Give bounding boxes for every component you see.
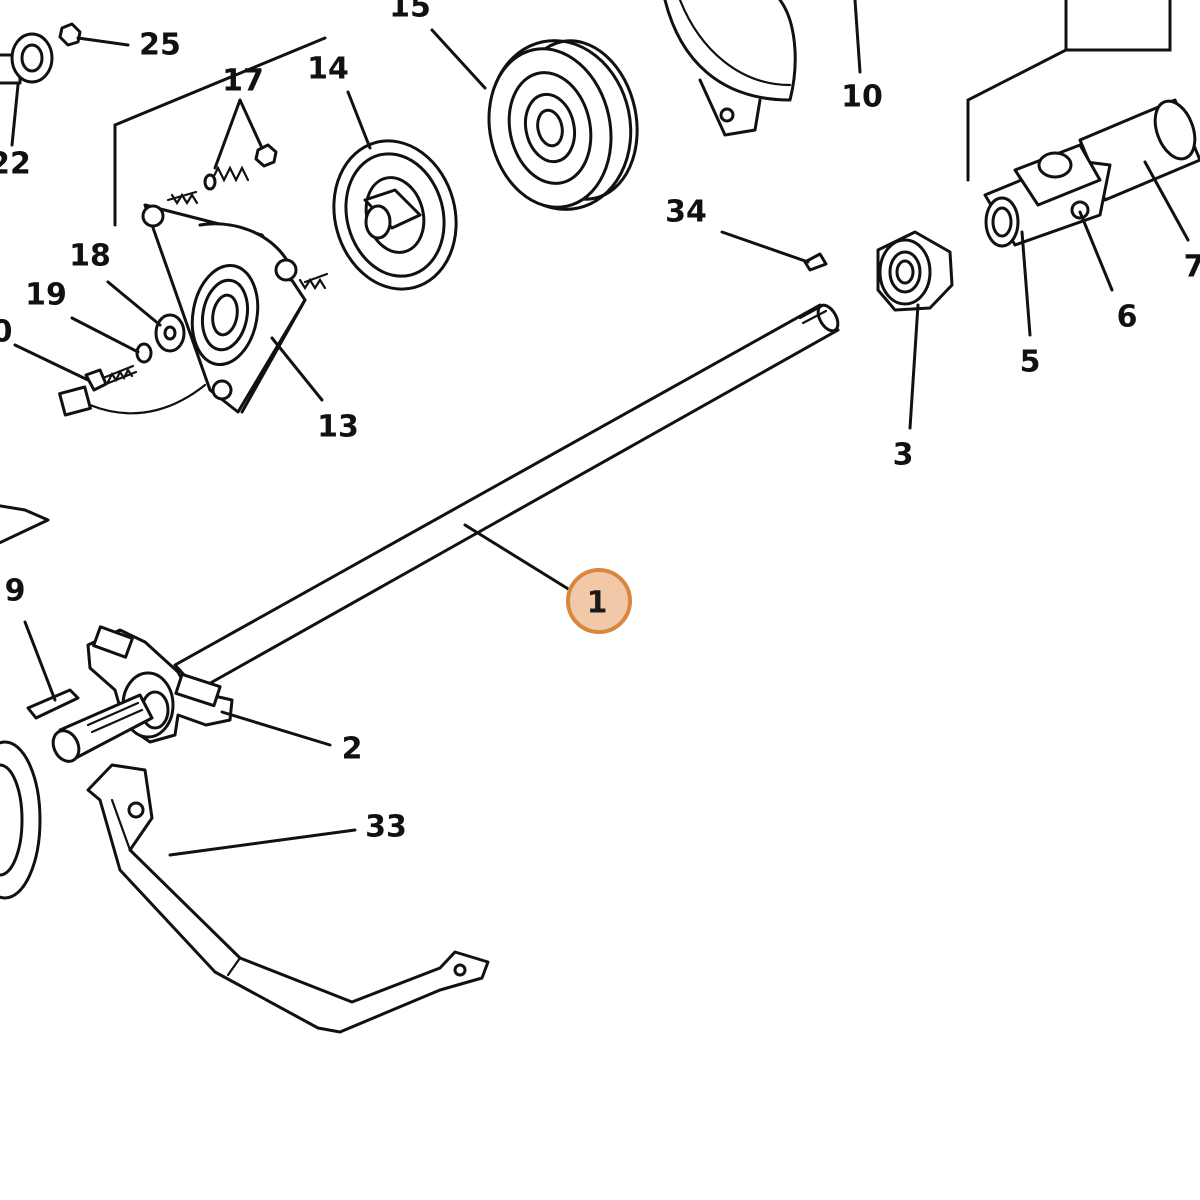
- callout-18: 18: [69, 239, 111, 274]
- callout-2: 2: [342, 732, 363, 767]
- leader-1: [463, 523, 580, 597]
- leader-19: [70, 316, 140, 354]
- callout-34: 34: [665, 195, 707, 230]
- group-bracket-left: [113, 36, 327, 227]
- part-14-idler-pulley: [332, 139, 458, 291]
- part-17-spring: [203, 143, 278, 191]
- wire-connector: [58, 383, 207, 417]
- callout-25: 25: [139, 28, 181, 63]
- group-bracket-right-2: [1064, 0, 1172, 52]
- callout-17: 17: [222, 64, 264, 99]
- callout-labels: 25 22 17 14 15 10 18 19 0 13 34 3 5 6 7 …: [0, 0, 1200, 845]
- part-34-pin: [803, 252, 828, 272]
- callout-9: 9: [5, 574, 26, 609]
- leader-18: [106, 280, 162, 327]
- part-1-main-shaft: [173, 303, 840, 692]
- part-15-drive-pulley: [487, 39, 639, 211]
- part-13-bearing-plate: [141, 190, 329, 414]
- highlighted-callout-1[interactable]: 1: [566, 568, 632, 634]
- callout-14: 14: [307, 52, 349, 87]
- callout-19: 19: [25, 278, 67, 313]
- leader-10: [853, 0, 862, 74]
- callout-10: 10: [841, 80, 883, 115]
- part-10-belt-guard: [663, 0, 797, 137]
- part-20-bolt: [84, 364, 138, 392]
- leader-20: [13, 343, 90, 382]
- part-3-flange-bearing: [876, 230, 954, 312]
- callout-15: 15: [389, 0, 431, 25]
- leader-2: [220, 710, 332, 747]
- part-33-support-bracket: [86, 763, 490, 1034]
- part-5-yoke: [983, 143, 1112, 248]
- callout-5: 5: [1020, 345, 1041, 380]
- part-18-washer: [154, 313, 186, 353]
- part-6-setscrew: [1070, 200, 1090, 220]
- callout-20: 0: [0, 315, 12, 350]
- leader-22: [10, 83, 20, 147]
- left-partial-pulley: [0, 740, 42, 900]
- leader-25: [76, 36, 130, 47]
- group-bracket-right: [966, 0, 1068, 182]
- leader-3: [908, 303, 920, 430]
- highlight-ring[interactable]: [566, 568, 632, 634]
- left-partial-bracket: [0, 504, 50, 545]
- leader-14: [346, 90, 372, 150]
- part-9-key: [26, 688, 80, 720]
- leader-17a: [213, 98, 242, 170]
- shaft-stub-end: [51, 693, 154, 763]
- callout-33: 33: [365, 810, 407, 845]
- callout-1[interactable]: 1: [587, 586, 608, 621]
- leader-5: [1020, 230, 1032, 337]
- part-22-shaft-stub: [0, 32, 54, 85]
- leader-15: [430, 28, 487, 90]
- callout-22: 22: [0, 147, 31, 182]
- leader-13: [270, 336, 324, 402]
- leader-9: [23, 620, 57, 702]
- callout-7: 7: [1184, 250, 1200, 285]
- leader-17b: [238, 98, 264, 150]
- callout-13: 13: [317, 410, 359, 445]
- leader-34: [720, 230, 810, 264]
- callout-6: 6: [1117, 300, 1138, 335]
- leader-13b: [240, 298, 307, 414]
- leader-33: [168, 828, 357, 857]
- leader-lines: [10, 0, 1190, 857]
- part-25-nut: [58, 22, 82, 47]
- callout-3: 3: [893, 438, 914, 473]
- leader-6: [1078, 210, 1114, 292]
- leader-7: [1143, 160, 1190, 242]
